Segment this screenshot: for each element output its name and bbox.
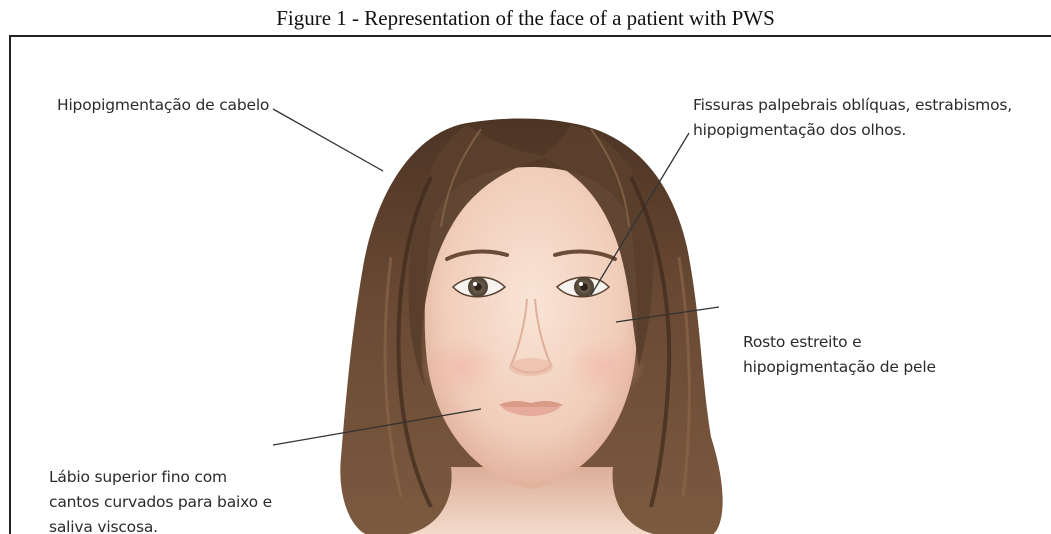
annotation-face-line: hipopigmentação de pele — [743, 355, 936, 380]
annotation-eyes-line: hipopigmentação dos olhos. — [693, 118, 1012, 143]
annotation-lip-line: cantos curvados para baixo e — [49, 490, 272, 515]
annotation-face: Rosto estreito e hipopigmentação de pele — [743, 330, 936, 380]
leader-line-hair — [273, 109, 383, 171]
figure-caption: Figure 1 - Representation of the face of… — [0, 6, 1051, 30]
annotation-hair-line: Hipopigmentação de cabelo — [57, 93, 269, 118]
annotation-lip-line: saliva viscosa. — [49, 515, 272, 534]
annotation-hair: Hipopigmentação de cabelo — [57, 93, 269, 118]
annotation-eyes: Fissuras palpebrais oblíquas, estrabismo… — [693, 93, 1012, 143]
annotation-lip: Lábio superior fino com cantos curvados … — [49, 465, 272, 534]
figure-frame: Hipopigmentação de cabelo Fissuras palpe… — [9, 35, 1051, 534]
annotation-face-line: Rosto estreito e — [743, 330, 936, 355]
annotation-eyes-line: Fissuras palpebrais oblíquas, estrabismo… — [693, 93, 1012, 118]
annotation-lip-line: Lábio superior fino com — [49, 465, 272, 490]
